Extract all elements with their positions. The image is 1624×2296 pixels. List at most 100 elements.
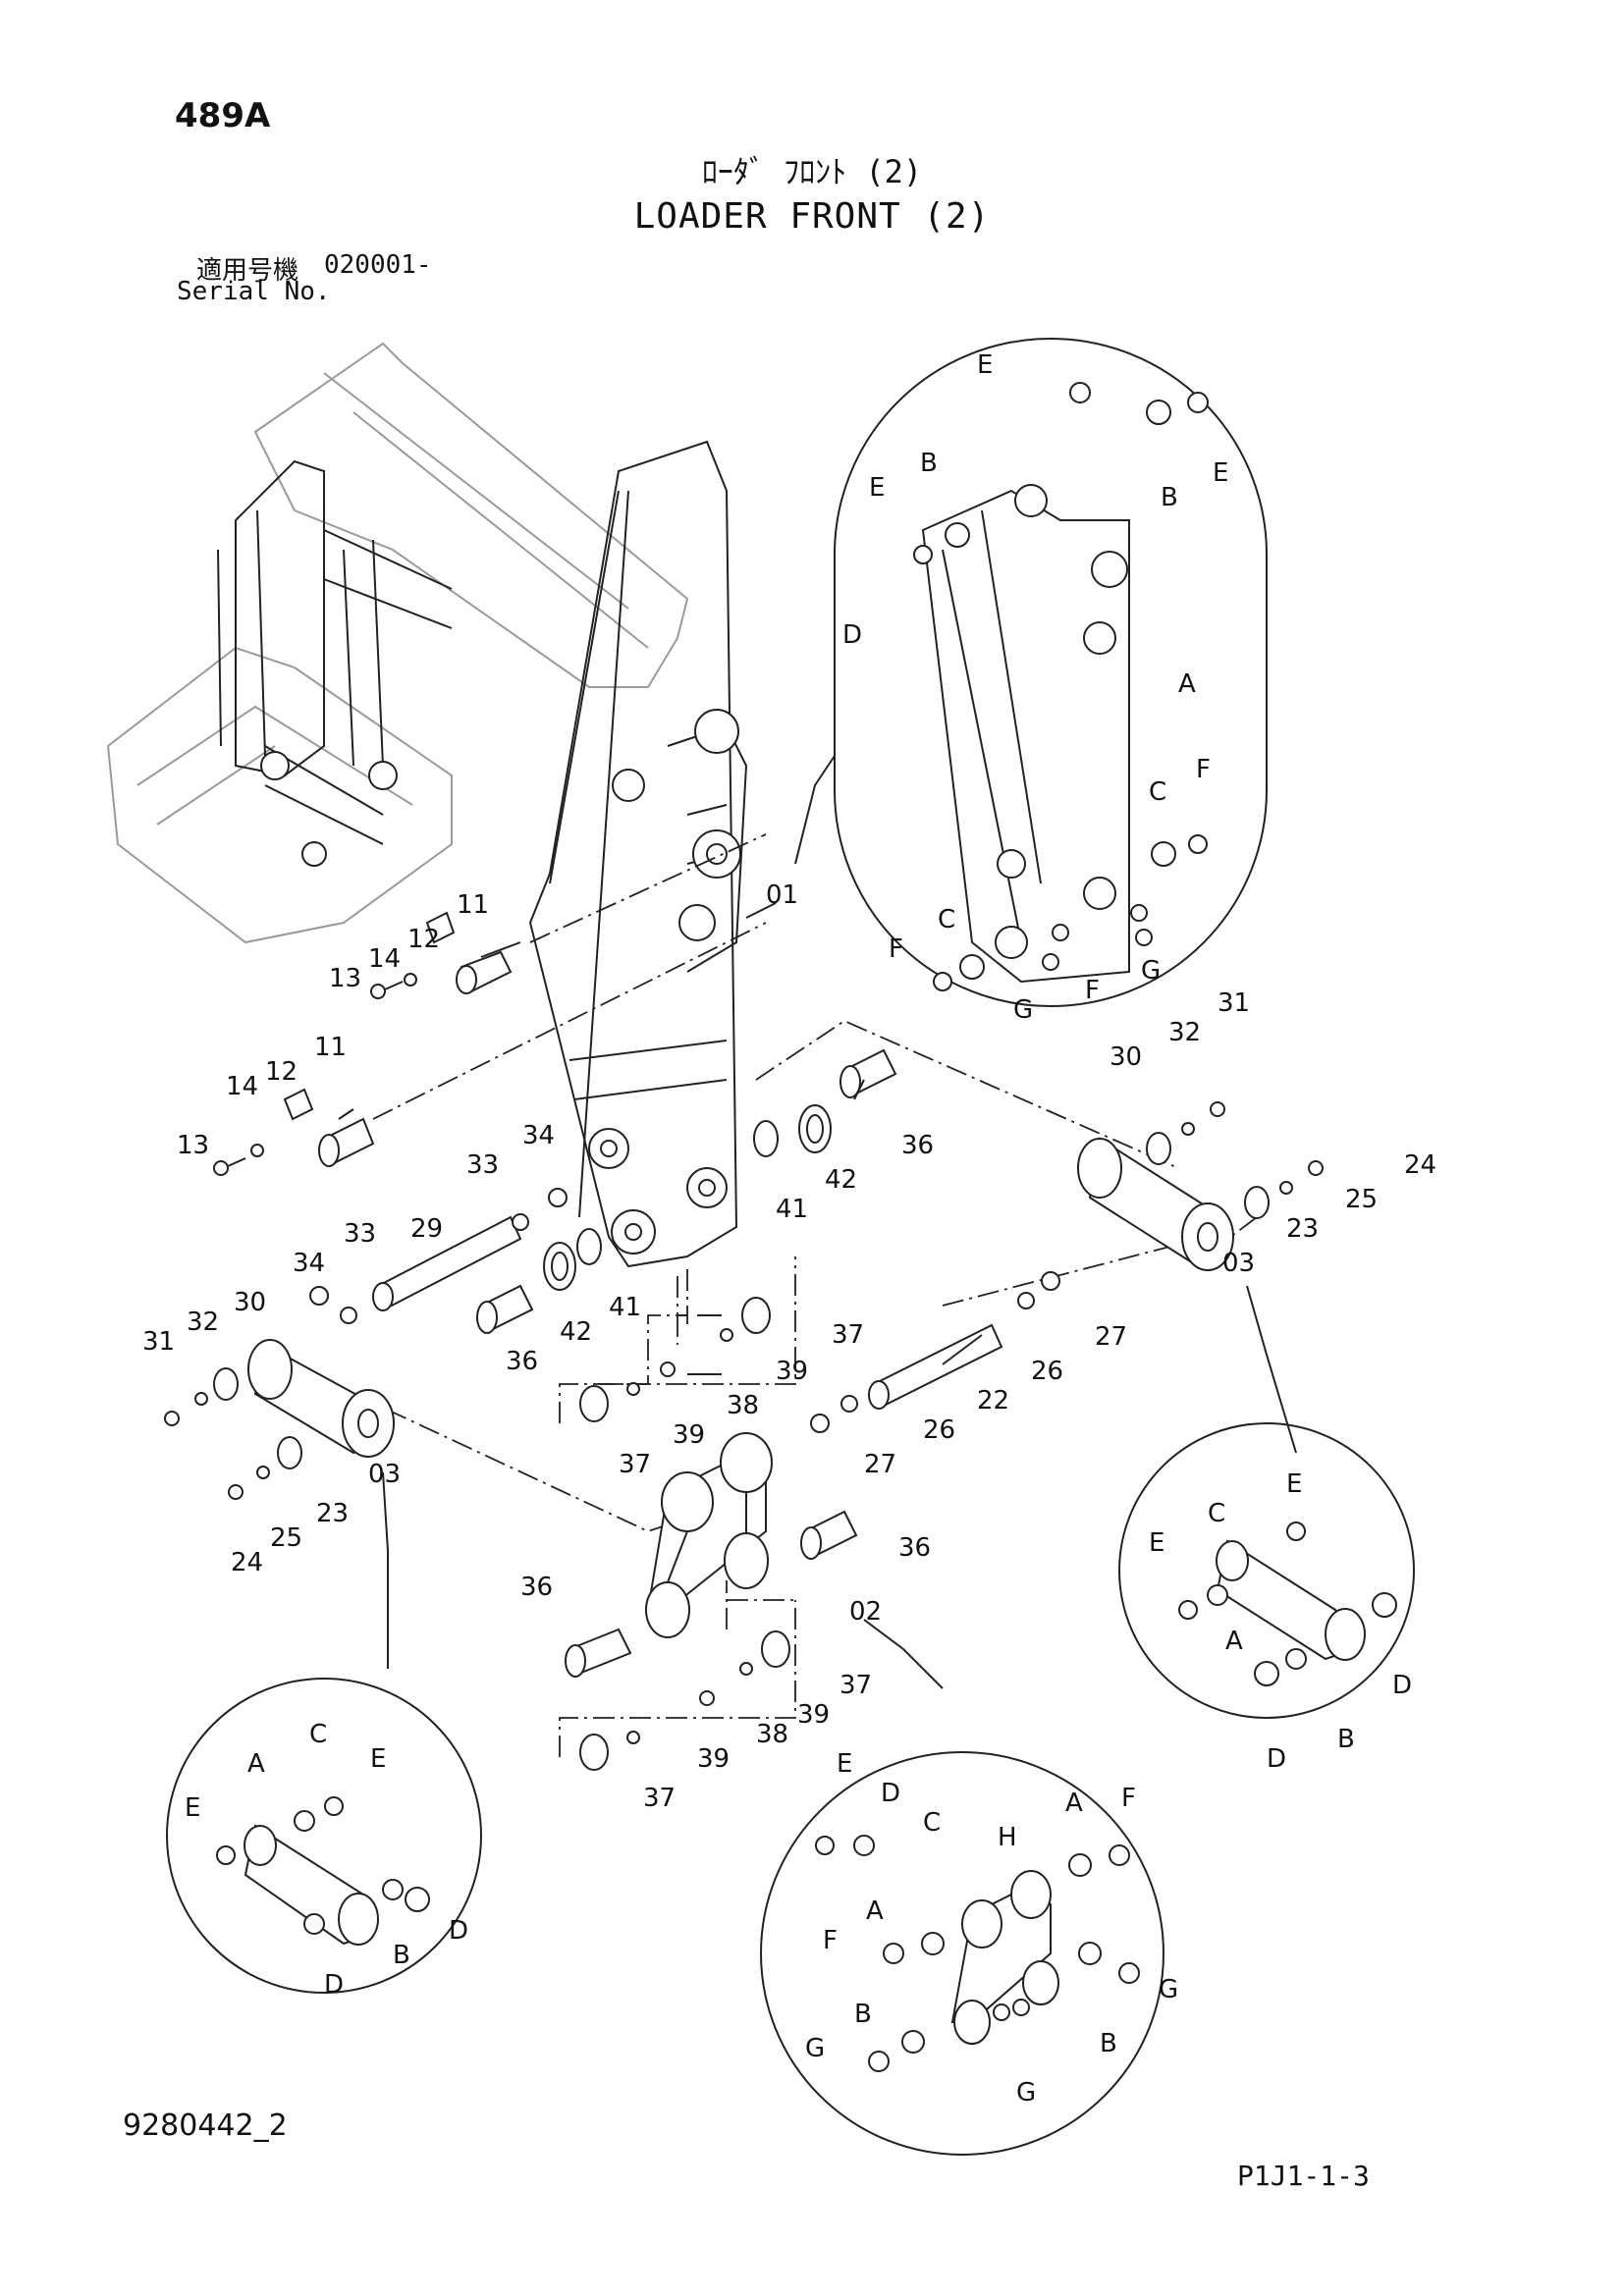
callout-36-d: 36 — [520, 1573, 553, 1602]
diagram-number: 9280442_2 — [123, 2109, 288, 2143]
callout-11-lower: 11 — [314, 1033, 347, 1062]
serial-label-english: Serial No. — [177, 277, 331, 306]
callout-13-lower: 13 — [177, 1131, 209, 1160]
callout-26-upper: 26 — [1031, 1357, 1063, 1386]
machine-outline — [106, 342, 689, 944]
svg-text:B: B — [1100, 2029, 1117, 2058]
callout-24-left: 24 — [231, 1548, 263, 1577]
svg-text:E: E — [1149, 1528, 1164, 1558]
callout-38-b: 38 — [756, 1720, 788, 1749]
svg-text:G: G — [1013, 995, 1033, 1025]
svg-text:B: B — [920, 449, 938, 478]
svg-text:E: E — [869, 473, 885, 503]
callout-23-left: 23 — [316, 1499, 349, 1528]
callout-41-lower: 41 — [609, 1293, 641, 1322]
callout-23-right: 23 — [1286, 1214, 1319, 1244]
page-code: 489A — [175, 96, 271, 135]
callout-03-left: 03 — [368, 1460, 401, 1489]
svg-text:B: B — [1337, 1725, 1355, 1754]
callout-01: 01 — [766, 881, 798, 910]
callout-39-b: 39 — [673, 1420, 705, 1450]
svg-text:A: A — [1178, 669, 1196, 699]
callout-30-left: 30 — [234, 1288, 266, 1317]
callout-37-b: 37 — [619, 1450, 651, 1479]
svg-text:D: D — [324, 1970, 344, 2000]
callout-26-lower: 26 — [923, 1415, 955, 1445]
callout-42-lower: 42 — [560, 1317, 592, 1347]
callout-33-lower: 33 — [344, 1219, 376, 1249]
detail-letters-bottom-center: E D C H A A F F B B G G G — [805, 1749, 1178, 2108]
svg-text:E: E — [1286, 1469, 1302, 1499]
callout-11-upper: 11 — [457, 890, 489, 920]
svg-text:D: D — [842, 620, 862, 650]
callout-38-a: 38 — [727, 1391, 759, 1420]
svg-text:F: F — [823, 1926, 838, 1955]
brackets — [559, 1256, 796, 1757]
callout-13-upper: 13 — [329, 964, 361, 993]
svg-text:D: D — [449, 1916, 468, 1946]
callout-39-a: 39 — [776, 1357, 808, 1386]
callout-32-left: 32 — [187, 1308, 219, 1337]
svg-text:C: C — [1208, 1499, 1225, 1528]
svg-text:D: D — [881, 1779, 900, 1808]
callout-27-upper: 27 — [1095, 1322, 1127, 1352]
callout-27-lower: 27 — [864, 1450, 896, 1479]
detail-letters-mid-right: E E C A B D D — [1149, 1469, 1412, 1774]
svg-text:F: F — [1085, 976, 1100, 1005]
callout-37-d: 37 — [643, 1784, 676, 1813]
detail-circle-top-right — [834, 338, 1268, 1007]
callout-22: 22 — [977, 1386, 1009, 1415]
callout-24-right: 24 — [1404, 1150, 1436, 1180]
svg-text:C: C — [923, 1808, 941, 1838]
svg-text:A: A — [247, 1749, 265, 1779]
svg-text:B: B — [393, 1941, 410, 1970]
callout-36-c: 36 — [898, 1533, 931, 1563]
svg-text:B: B — [854, 2000, 872, 2029]
callout-25-right: 25 — [1345, 1185, 1378, 1214]
svg-text:F: F — [889, 934, 903, 964]
svg-text:G: G — [805, 2034, 825, 2063]
callout-labels: 01 02 03 03 11 11 12 12 13 13 14 14 22 2… — [142, 881, 1436, 1813]
detail-circle-bottom-center — [760, 1751, 1164, 2156]
callout-02: 02 — [849, 1597, 882, 1627]
callout-37-c: 37 — [839, 1671, 872, 1700]
callout-leaders — [338, 902, 983, 1375]
svg-text:G: G — [1159, 1975, 1178, 2004]
svg-text:F: F — [1121, 1784, 1136, 1813]
svg-text:G: G — [1141, 956, 1161, 986]
callout-03-right: 03 — [1222, 1249, 1255, 1278]
detail-letters-bottom-left: E E C A B D D — [185, 1720, 468, 2000]
svg-text:F: F — [1196, 755, 1211, 784]
callout-33-upper: 33 — [466, 1150, 499, 1180]
callout-25-left: 25 — [270, 1523, 302, 1553]
loose-parts — [164, 755, 1324, 1771]
callout-36-b: 36 — [506, 1347, 538, 1376]
callout-30-right: 30 — [1110, 1042, 1142, 1072]
callout-39-c: 39 — [797, 1700, 830, 1730]
svg-text:C: C — [1149, 777, 1166, 807]
callout-32-right: 32 — [1168, 1018, 1201, 1047]
svg-text:H: H — [998, 1823, 1017, 1852]
svg-text:E: E — [370, 1744, 386, 1774]
callout-34-upper: 34 — [522, 1121, 555, 1150]
detail-circle-mid-right — [1118, 1422, 1415, 1719]
callout-12-upper: 12 — [407, 925, 440, 954]
callout-34-lower: 34 — [293, 1249, 325, 1278]
svg-text:D: D — [1267, 1744, 1286, 1774]
svg-text:G: G — [1016, 2078, 1036, 2108]
svg-text:E: E — [185, 1793, 200, 1823]
serial-label-japanese: 適用号機 — [196, 256, 299, 286]
svg-text:E: E — [837, 1749, 852, 1779]
callout-39-d: 39 — [697, 1744, 730, 1774]
detail-circle-bottom-left — [166, 1678, 482, 1994]
svg-text:D: D — [1392, 1671, 1412, 1700]
callout-31-left: 31 — [142, 1327, 175, 1357]
detail-letters-top-right: E E E B B D A C C F F F G G — [842, 350, 1228, 1025]
svg-text:A: A — [1065, 1789, 1083, 1818]
callout-29: 29 — [410, 1214, 443, 1244]
svg-text:C: C — [938, 905, 955, 934]
serial-number: 020001- — [324, 250, 432, 280]
svg-text:C: C — [309, 1720, 327, 1749]
bell-crank-01 — [528, 440, 748, 1268]
